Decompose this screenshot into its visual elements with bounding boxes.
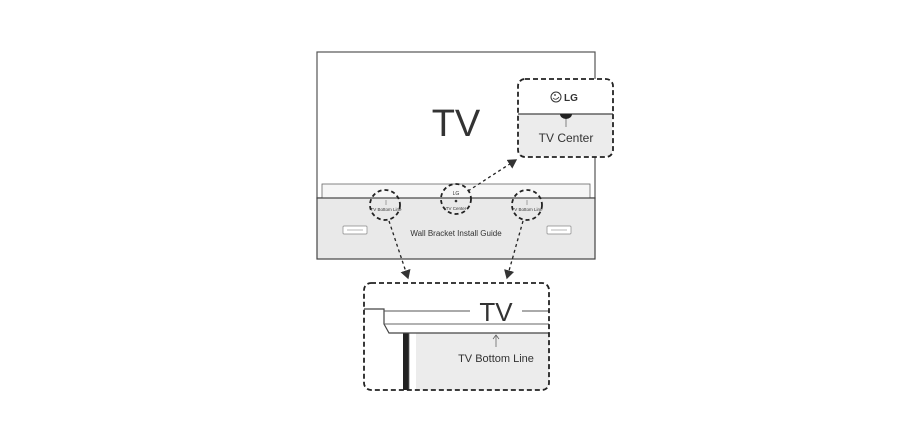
tv-bottom-line-label-left-small: TV Bottom Line [370,207,402,212]
tv-center-zoom-label: TV Center [539,131,594,145]
highlight-circle-right [511,189,543,221]
tv-center-label-small: TV Center [446,206,467,211]
zoom-tv-bottom-line: TV TV Bottom Line [363,282,550,391]
highlight-circle-center [440,183,472,215]
tv-zoom-label: TV [479,297,513,327]
tv-bottom-line-label-right-small: TV Bottom Line [511,207,543,212]
arrow-left-to-bottom-zoom [388,220,411,280]
zoom-tv-center: LG TV Center [517,78,614,158]
bracket-clip-right-icon [546,225,572,235]
tv-bottom-line-zoom-label: TV Bottom Line [458,353,534,365]
lg-logo-icon [550,91,562,103]
tv-label: TV [432,103,481,145]
center-mark-small [454,199,458,203]
lg-logo-small: LG [453,191,460,197]
bracket-guide-label: Wall Bracket Install Guide [410,229,502,238]
lg-logo-text: LG [564,93,578,104]
arrow-right-to-bottom-zoom [504,220,524,280]
highlight-circle-left [369,189,401,221]
center-notch-icon [560,114,572,119]
wall-bracket-edge [403,333,409,390]
bracket-clip-left-icon [342,225,368,235]
bracket-zoom-area [416,333,549,390]
